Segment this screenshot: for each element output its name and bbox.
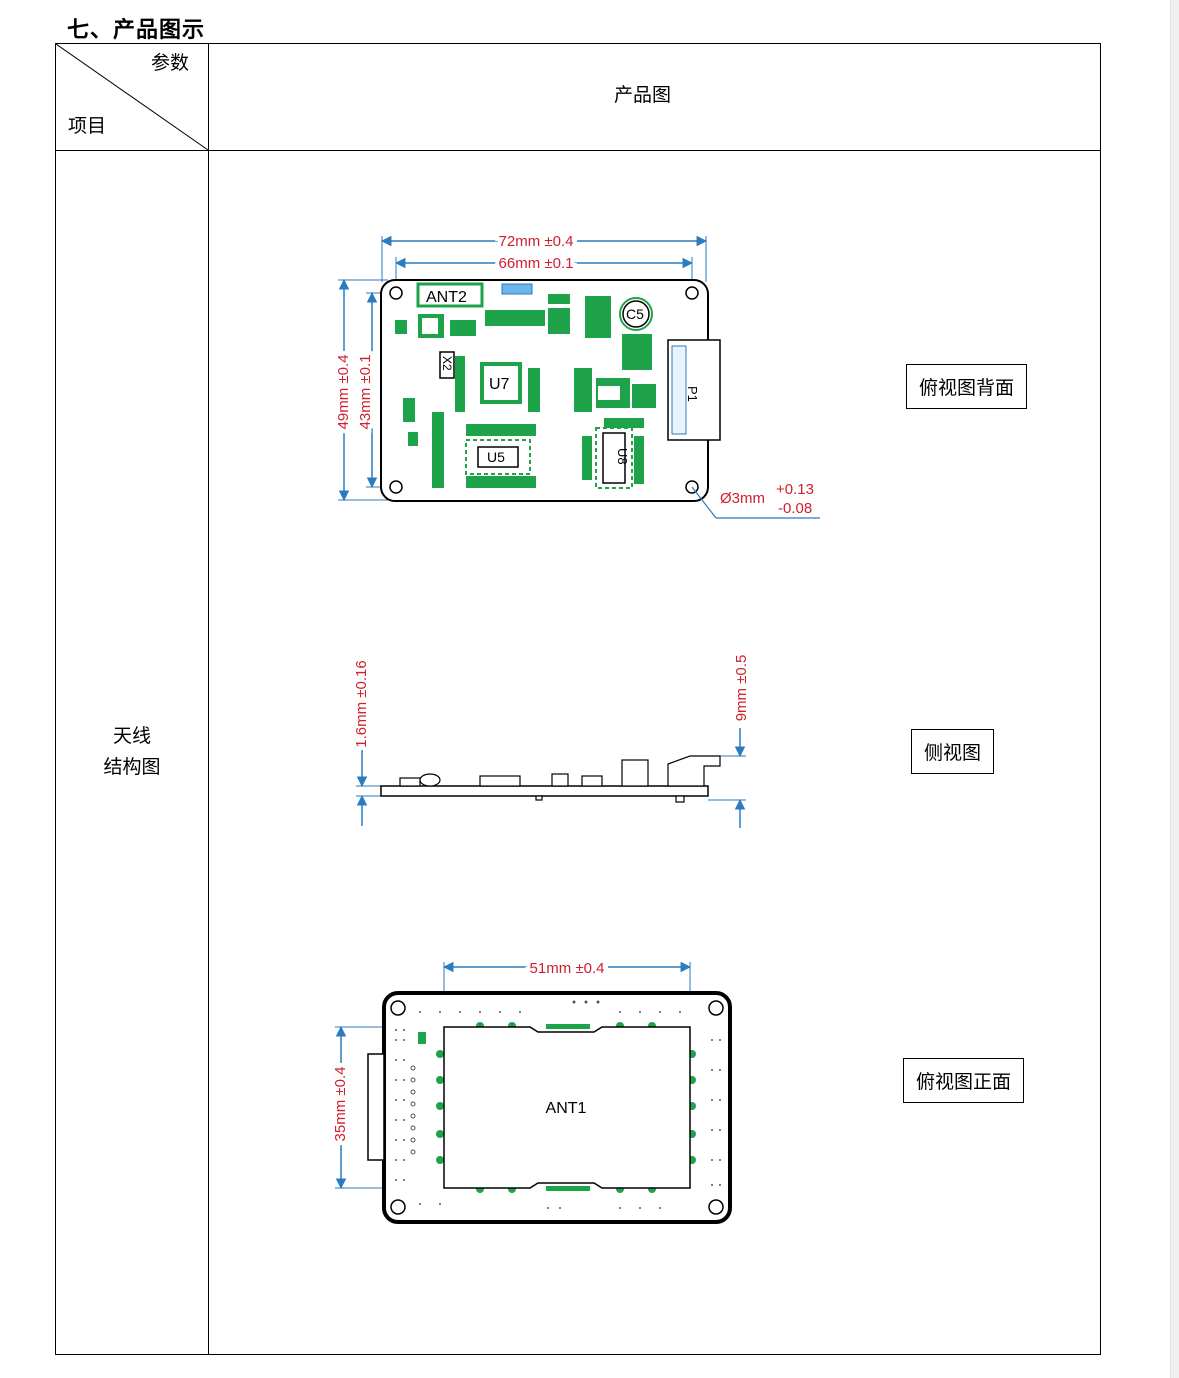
column-divider (208, 44, 209, 1354)
row-label-structure: 结构图 (103, 756, 161, 778)
label-top-view-front: 俯视图正面 (903, 1058, 1025, 1103)
header-diagonal (56, 44, 209, 151)
spec-table: 参数 项目 产品图 天线 结构图 俯视图背面 侧视图 俯视图正面 (55, 43, 1101, 1355)
label-top-view-back: 俯视图背面 (906, 364, 1028, 409)
header-divider (56, 150, 1100, 151)
header-item: 项目 (68, 115, 107, 137)
row-label-antenna: 天线 (112, 725, 151, 747)
header-param: 参数 (151, 52, 190, 74)
label-side-view: 侧视图 (911, 729, 995, 774)
scrollbar[interactable] (1170, 0, 1179, 1378)
header-product-image: 产品图 (614, 84, 672, 106)
section-title: 七、产品图示 (67, 18, 206, 43)
